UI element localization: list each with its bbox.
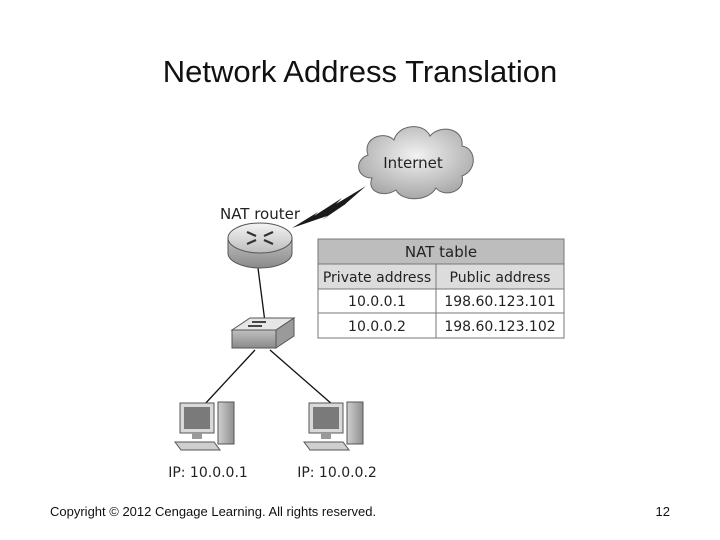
- internet-cloud: Internet: [358, 126, 474, 200]
- switch-icon: [230, 317, 296, 349]
- host-1-ip-label: IP: 10.0.0.1: [168, 465, 248, 481]
- nat-table-row2-public: 198.60.123.102: [444, 319, 555, 335]
- switch-host2-link: [269, 349, 334, 406]
- nat-table-row1-public: 198.60.123.101: [444, 294, 555, 310]
- router-label: NAT router: [220, 205, 301, 223]
- nat-table-title: NAT table: [405, 243, 477, 261]
- nat-table-row1-private: 10.0.0.1: [348, 294, 406, 310]
- host-computer-2: [303, 401, 364, 451]
- cloud-label: Internet: [383, 154, 443, 172]
- copyright-footer: Copyright © 2012 Cengage Learning. All r…: [50, 504, 377, 519]
- nat-table-row2-private: 10.0.0.2: [348, 319, 406, 335]
- router-icon: [227, 222, 293, 269]
- slide-title: Network Address Translation: [162, 54, 558, 89]
- host-computer-1: [174, 401, 235, 451]
- host-2-ip-label: IP: 10.0.0.2: [297, 465, 377, 481]
- nat-table: NAT table Private address Public address…: [317, 238, 565, 339]
- nat-table-title-row: [318, 239, 564, 264]
- switch-host1-link: [203, 349, 256, 406]
- wan-link-bolt: [292, 186, 366, 228]
- nat-table-header-public: Public address: [450, 270, 551, 286]
- nat-table-header-private: Private address: [323, 270, 431, 286]
- nat-table-header-row: [318, 264, 564, 289]
- page-number: 12: [655, 504, 670, 519]
